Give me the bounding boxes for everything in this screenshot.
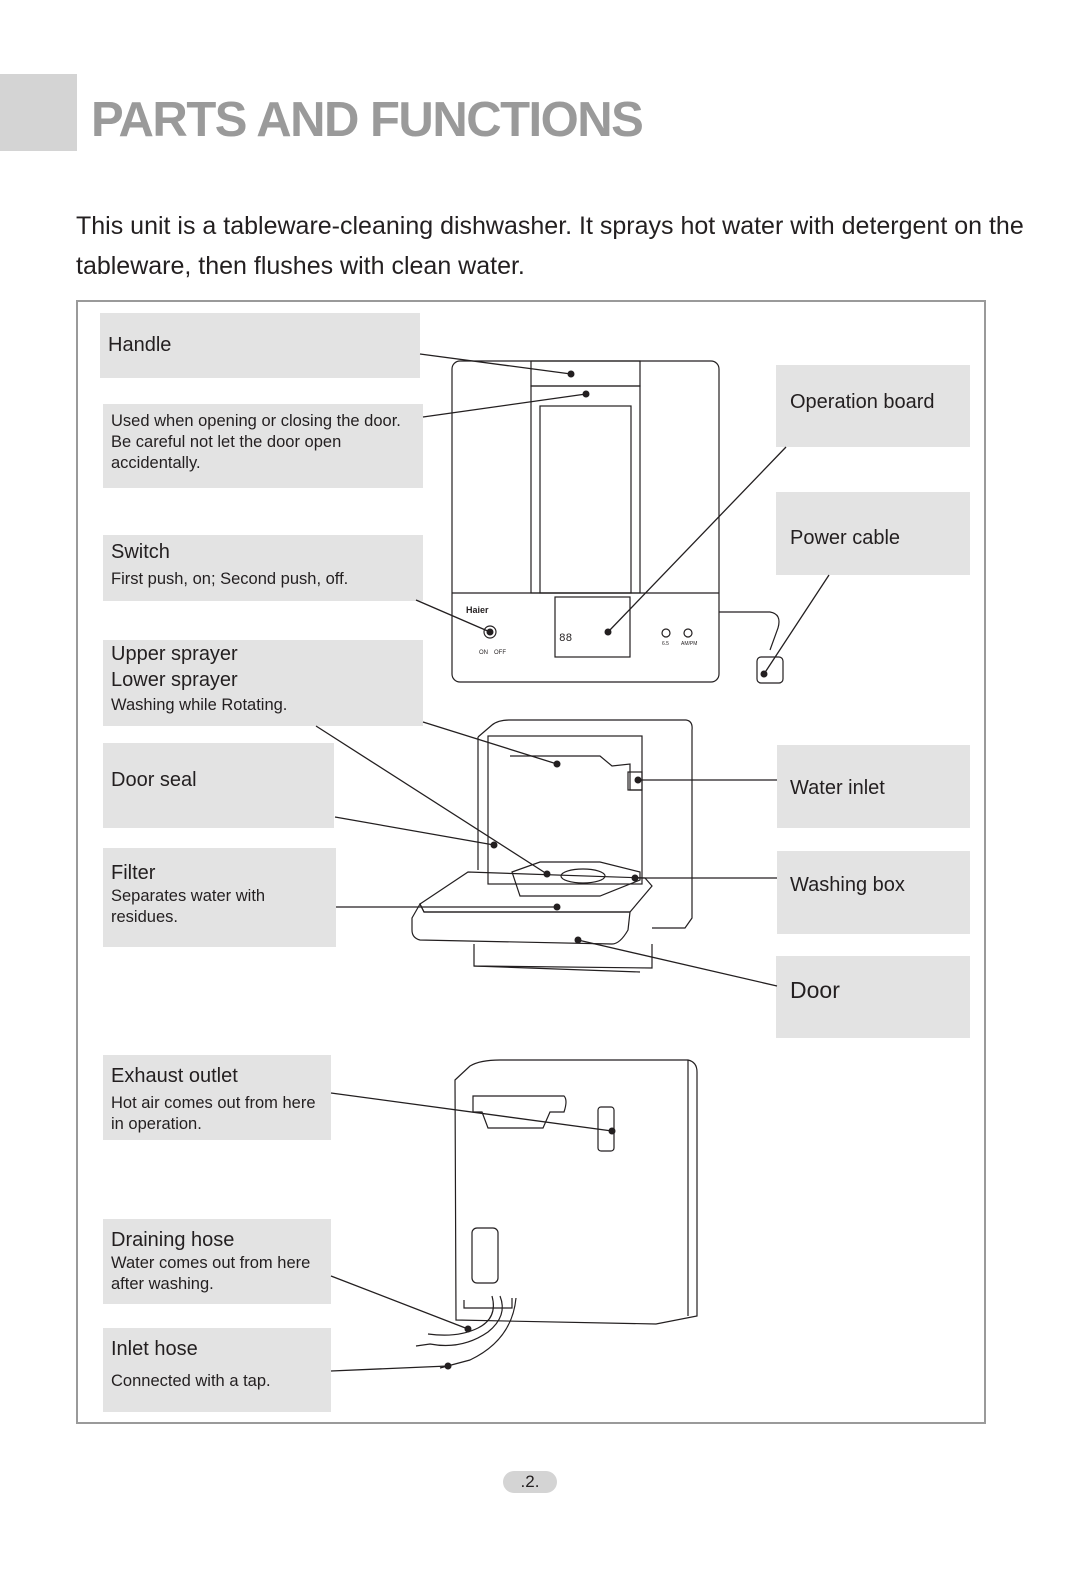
power-cable-label: Power cable bbox=[790, 527, 901, 549]
power-cable-line bbox=[719, 611, 780, 651]
upper-sprayer-label: Upper sprayer bbox=[111, 643, 238, 665]
filter-desc: Separates water with residues. bbox=[111, 887, 266, 926]
inlet-hose-label-box: Inlet hose Connected with a tap. bbox=[103, 1328, 331, 1412]
power-switch bbox=[483, 625, 497, 639]
draining-label: Draining hose bbox=[111, 1229, 235, 1251]
door-seal-label-box: Door seal bbox=[103, 743, 334, 828]
draining-hose-line bbox=[415, 1295, 503, 1347]
inlet-hose-desc: Connected with a tap. bbox=[111, 1372, 271, 1390]
button1-text: 6.5 bbox=[662, 641, 669, 647]
page-number: .2. bbox=[503, 1471, 557, 1493]
switch-desc: First push, on; Second push, off. bbox=[111, 570, 349, 588]
filter-label: Filter bbox=[111, 862, 156, 884]
rear-handle-recess bbox=[472, 1095, 567, 1129]
washing-box-label-box: Washing box bbox=[777, 851, 970, 934]
switch-label-box: Switch First push, on; Second push, off. bbox=[103, 535, 423, 601]
inlet-hose-line bbox=[439, 1297, 517, 1369]
door-seal-label: Door seal bbox=[111, 769, 197, 791]
page-title: PARTS AND FUNCTIONS bbox=[91, 93, 644, 147]
handle-desc: Used when opening or closing the door. B… bbox=[111, 412, 401, 472]
intro-paragraph: This unit is a tableware-cleaning dishwa… bbox=[76, 212, 1024, 280]
diagram-frame bbox=[76, 300, 986, 1424]
door-window-inner bbox=[539, 405, 632, 594]
rear-dishwasher-body bbox=[454, 1059, 698, 1325]
lower-sprayer-shape bbox=[511, 861, 641, 897]
door-label: Door bbox=[790, 977, 840, 1003]
button2-text: AM/PM bbox=[681, 641, 697, 647]
water-inlet-label: Water inlet bbox=[790, 777, 885, 799]
brand-logo-text: Haier bbox=[466, 605, 489, 615]
power-cable-label-box: Power cable bbox=[776, 492, 970, 575]
draining-label-box: Draining hose Water comes out from here … bbox=[103, 1219, 331, 1304]
washing-box-label: Washing box bbox=[790, 874, 905, 896]
sprayer-desc: Washing while Rotating. bbox=[111, 696, 288, 714]
switch-on-text: ON bbox=[479, 650, 488, 656]
power-plug bbox=[756, 656, 784, 684]
handle-desc-box: Used when opening or closing the door. B… bbox=[103, 404, 423, 488]
water-inlet-label-box: Water inlet bbox=[777, 745, 970, 828]
lower-sprayer-label: Lower sprayer bbox=[111, 669, 238, 691]
handle-label-box: Handle bbox=[100, 313, 420, 378]
switch-off-text: OFF bbox=[494, 650, 506, 656]
door-window-outer bbox=[530, 385, 641, 594]
title-accent-block bbox=[0, 74, 77, 151]
open-door-panel bbox=[419, 871, 653, 913]
open-dishwasher-body bbox=[477, 719, 693, 929]
door-label-box: Door bbox=[776, 956, 970, 1038]
operation-board-label: Operation board bbox=[790, 391, 935, 413]
switch-label: Switch bbox=[111, 541, 170, 563]
sprayer-label-box: Upper sprayer Lower sprayer Washing whil… bbox=[103, 640, 423, 726]
inlet-hose-label: Inlet hose bbox=[111, 1338, 198, 1360]
operation-board-panel bbox=[554, 596, 631, 658]
display-digits: 88 bbox=[559, 633, 572, 645]
operation-board-label-box: Operation board bbox=[776, 365, 970, 447]
exhaust-desc: Hot air comes out from here in operation… bbox=[111, 1094, 316, 1133]
washing-box-cavity bbox=[487, 735, 643, 885]
filter-label-box: Filter Separates water with residues. bbox=[103, 848, 336, 947]
exhaust-label: Exhaust outlet bbox=[111, 1065, 238, 1087]
draining-desc: Water comes out from here after washing. bbox=[111, 1254, 311, 1293]
handle-bar bbox=[530, 360, 641, 387]
handle-label: Handle bbox=[108, 334, 172, 356]
exhaust-label-box: Exhaust outlet Hot air comes out from he… bbox=[103, 1055, 331, 1140]
